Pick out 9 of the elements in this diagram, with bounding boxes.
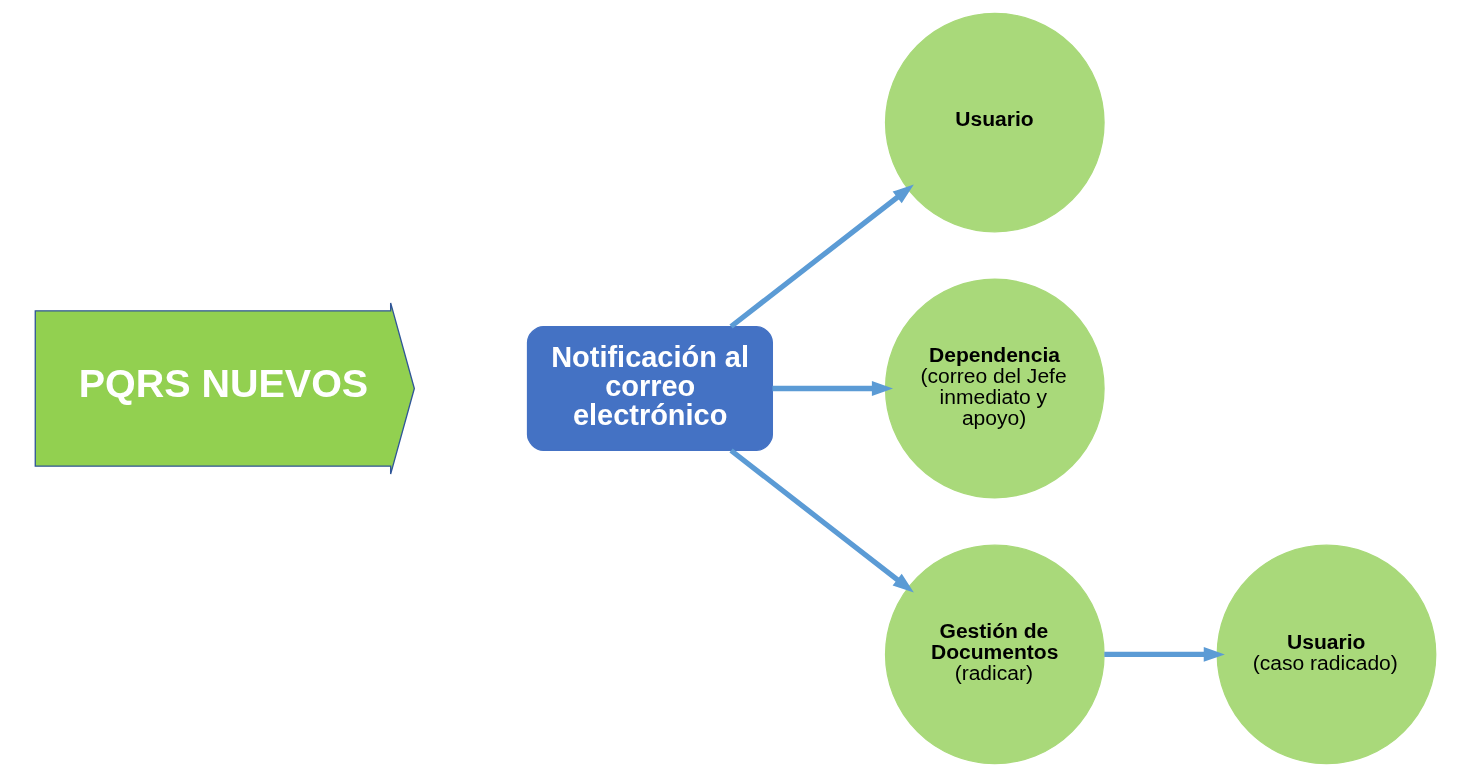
node-circle: Gestión de Documentos (radicar)	[884, 544, 1105, 765]
arrow	[728, 448, 914, 593]
node-circle: Usuario	[884, 12, 1105, 233]
node-box: Notificación al correo electrónico	[526, 325, 773, 452]
node-circle: Usuario (caso radicado)	[1216, 544, 1436, 765]
arrow	[728, 184, 914, 329]
arrow	[1103, 647, 1225, 662]
node-circle: Dependencia (correo del Jefe inmediato y apoyo)	[884, 278, 1105, 499]
arrow	[771, 381, 893, 396]
